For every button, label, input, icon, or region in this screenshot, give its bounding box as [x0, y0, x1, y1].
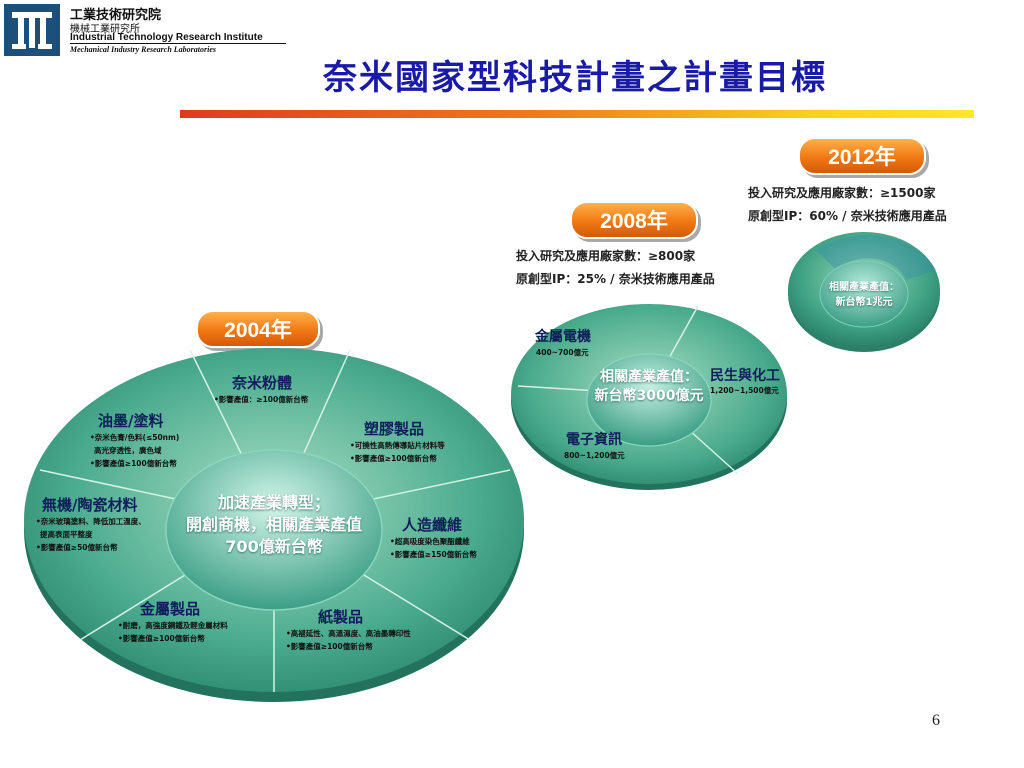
seg-2004-powder-note-1: •影響產值：≥100億新台幣: [214, 395, 309, 404]
disc-2012: [788, 232, 940, 352]
org-divider: [70, 43, 286, 44]
seg-2004-metal-title: 金屬製品: [140, 600, 201, 618]
seg-2004-paper-note-1: •高褪延性、高溫濕度、高油墨轉印性: [286, 629, 411, 638]
seg-2004-plastic: 塑膠製品 •可撓性高熱傳導貼片材料等 •影響產值≥100億新台幣: [350, 418, 445, 465]
stat-2012-ip: 原創型IP：60% / 奈米技術應用產品: [748, 209, 947, 223]
seg-2008-chem-note: 1,200~1,500億元: [710, 386, 779, 395]
seg-2004-fiber-note-2: •影響產值≥150億新台幣: [390, 550, 477, 559]
org-sub-zh: 機械工業研究所: [70, 24, 140, 35]
seg-2004-fiber-title: 人造纖維: [402, 516, 463, 534]
seg-2004-metal-note-1: •耐磨，高強度鋼鐵及輕金屬材料: [118, 621, 228, 630]
seg-2004-plastic-note-2: •影響產值≥100億新台幣: [350, 454, 437, 463]
seg-2004-ink-note-2: 高光穿透性，廣色域: [94, 446, 162, 455]
badge-2004: 2004年: [196, 310, 320, 348]
center-2008-line2: 新台幣3000億元: [594, 388, 704, 404]
org-name-zh: 工業技術研究院: [70, 8, 162, 23]
seg-2004-powder: 奈米粉體 •影響產值：≥100億新台幣: [214, 372, 308, 406]
slide-title: 奈米國家型科技計畫之計畫目標: [323, 58, 827, 98]
seg-2004-paper: 紙製品 •高褪延性、高溫濕度、高油墨轉印性 •影響產值≥100億新台幣: [286, 606, 411, 653]
center-2004: 加速產業轉型； 開創商機，相關產業產值 700億新台幣: [166, 492, 382, 558]
seg-2004-paper-title: 紙製品: [318, 608, 364, 626]
disc-2008: [511, 304, 787, 490]
seg-2008-chem-title: 民生與化工: [710, 368, 780, 384]
seg-2004-plastic-note-1: •可撓性高熱傳導貼片材料等: [350, 441, 445, 450]
center-2004-line3: 700億新台幣: [225, 537, 323, 556]
seg-2004-metal: 金屬製品 •耐磨，高強度鋼鐵及輕金屬材料 •影響產值≥100億新台幣: [118, 598, 228, 645]
center-2012: 相關產業產值： 新台幣1兆元: [806, 280, 922, 310]
center-2012-line1: 相關產業產值：: [829, 282, 899, 293]
seg-2004-powder-title: 奈米粉體: [232, 374, 293, 392]
page-number: 6: [932, 712, 940, 729]
itri-logo-icon: [4, 4, 60, 56]
seg-2004-ink: 油墨/塗料 •奈米色膏/色料(≤50nm) 高光穿透性，廣色域 •影響產值≥10…: [90, 410, 179, 470]
seg-2008-metal-note: 400~700億元: [536, 348, 589, 357]
seg-2004-ceramic-note-2: 提高表面平整度: [40, 530, 93, 539]
badge-2008: 2008年: [570, 201, 698, 239]
seg-2004-ceramic-note-3: •影響產值≥50億新台幣: [36, 543, 118, 552]
stat-2012-companies: 投入研究及應用廠家數：≥1500家: [748, 186, 936, 200]
seg-2008-elec-note: 800~1,200億元: [564, 451, 625, 460]
seg-2004-ceramic-title: 無機/陶瓷材料: [42, 496, 138, 514]
seg-2004-ink-title: 油墨/塗料: [98, 412, 164, 430]
org-name-en: Industrial Technology Research Institute: [70, 32, 263, 43]
seg-2004-metal-note-2: •影響產值≥100億新台幣: [118, 634, 205, 643]
center-2012-line2: 新台幣1兆元: [835, 297, 893, 308]
seg-2004-plastic-title: 塑膠製品: [364, 420, 425, 438]
itri-logo: [4, 4, 60, 56]
org-sub-en: Mechanical Industry Research Laboratorie…: [70, 45, 217, 54]
seg-2004-ink-note-1: •奈米色膏/色料(≤50nm): [90, 433, 180, 442]
seg-2004-fiber: 人造纖維 •超高吸度染色聚酯纖維 •影響產值≥150億新台幣: [390, 514, 477, 561]
center-2008: 相關產業產值： 新台幣3000億元: [573, 368, 725, 406]
seg-2008-elec-title: 電子資訊: [566, 432, 622, 448]
seg-2008-metal-title: 金屬電機: [535, 329, 591, 345]
stat-2008-companies: 投入研究及應用廠家數：≥800家: [516, 249, 696, 263]
seg-2004-fiber-note-1: •超高吸度染色聚酯纖維: [390, 537, 470, 546]
seg-2004-ink-note-3: •影響產值≥100億新台幣: [90, 459, 177, 468]
seg-2004-ceramic-note-1: •奈米玻璃塗料、降低加工溫度、: [36, 517, 146, 526]
stat-2008-ip: 原創型IP：25% / 奈米技術應用產品: [516, 272, 715, 286]
disc-2004: [24, 348, 524, 702]
badge-2012: 2012年: [798, 137, 926, 175]
title-gradient-bar: [180, 110, 974, 118]
seg-2004-paper-note-2: •影響產值≥100億新台幣: [286, 642, 373, 651]
center-2004-line1: 加速產業轉型；: [217, 493, 330, 512]
center-2004-line2: 開創商機，相關產業產值: [185, 515, 362, 534]
seg-2004-ceramic: 無機/陶瓷材料 •奈米玻璃塗料、降低加工溫度、 提高表面平整度 •影響產值≥50…: [36, 494, 146, 554]
center-2008-line1: 相關產業產值：: [600, 369, 698, 385]
